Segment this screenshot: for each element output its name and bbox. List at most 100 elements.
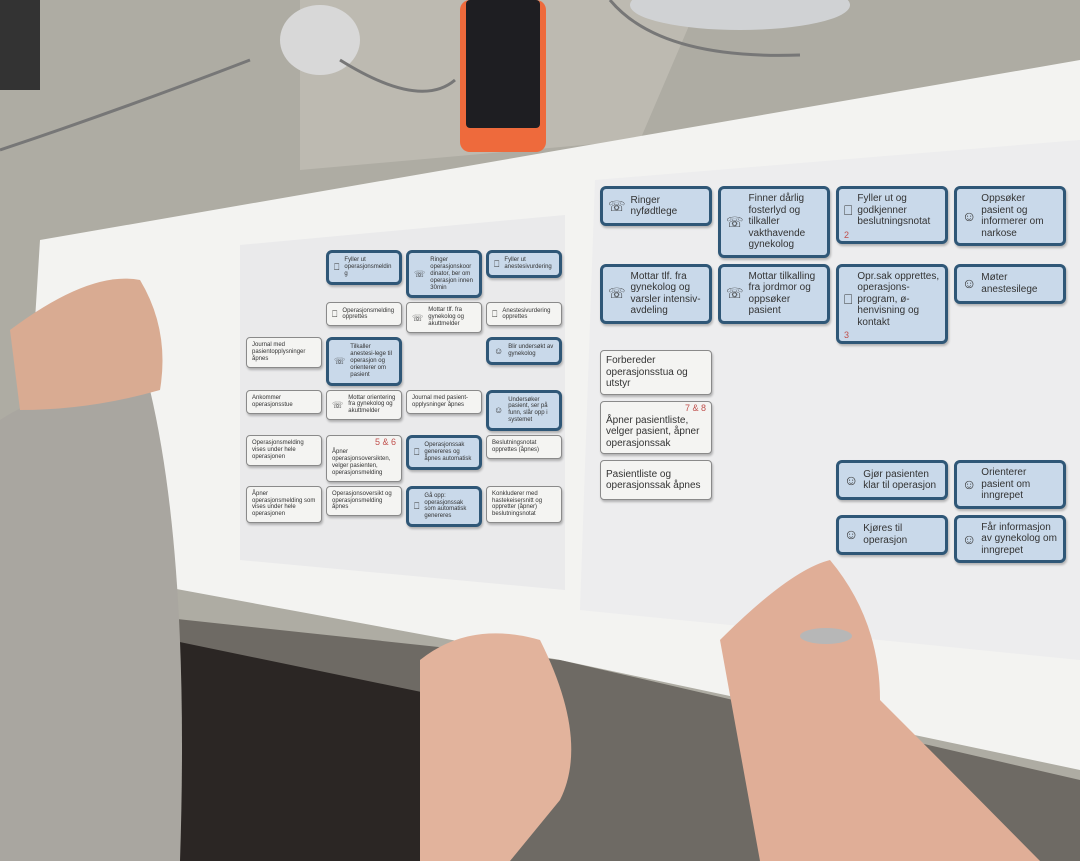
card-text: Operasjonsmelding opprettes	[342, 307, 395, 321]
middle_sheet-card: ⎕ Anestesivurdering opprettes	[486, 302, 562, 327]
middle-hand	[420, 633, 572, 861]
computer-icon: ⎕	[414, 447, 420, 458]
card-text: Beslutningsnotat opprettes (åpnes)	[492, 440, 540, 454]
middle_sheet-card: Konkluderer med hastekeisersnitt og oppr…	[486, 485, 562, 524]
card-text: Operasjonsoversikt og operasjonsmelding …	[332, 490, 392, 511]
middle_sheet-card: Operasjonsmelding vises under hele opera…	[246, 435, 322, 466]
card-text: Operasjonssak genereres og åpnes automat…	[424, 442, 472, 462]
phone-chat-icon: ☏	[608, 285, 626, 302]
card-text: Mottar tlf. fra gynekolog og varsler int…	[630, 270, 701, 317]
card-text: Blir undersøkt av gynekolog	[508, 344, 554, 358]
middle_sheet-card: ⎕ Operasjonsmelding opprettes	[326, 302, 402, 327]
card-text: Gjør pasienten klar til operasjon	[863, 468, 937, 492]
right_sheet-card: ⎕Fyller ut og godkjenner beslutningsnota…	[836, 186, 948, 244]
people-talking-icon: ☺	[962, 476, 977, 493]
card-number: 2	[844, 229, 850, 240]
right_sheet-card: ☺Gjør pasienten klar til operasjon	[836, 460, 948, 500]
right_sheet-card: ☏Mottar tilkalling fra jordmor og oppsøk…	[718, 263, 830, 324]
middle_sheet-card: Journal med pasientopplysninger åpnes	[246, 337, 322, 368]
people-talking-icon: ☺	[494, 405, 504, 416]
right_sheet-card: ☏Finner dårlig fosterlyd og tilkaller va…	[718, 186, 830, 258]
middle_sheet-card: ⎕ Fyller ut operasjonsmelding	[326, 250, 402, 285]
card-text: Anestesivurdering opprettes	[502, 307, 551, 321]
card-text: Fyller ut operasjonsmelding	[344, 257, 392, 277]
right_sheet-card: ☏Ringer nyfødtlege	[600, 186, 712, 226]
card-text: Mottar tlf. fra gynekolog og akuttmelder	[428, 307, 464, 328]
card-text: Operasjonsmelding vises under hele opera…	[252, 440, 304, 460]
card-text: Tilkaller anestesi-lege til operasjon og…	[350, 344, 392, 378]
right_sheet-card: ☏Mottar tlf. fra gynekolog og varsler in…	[600, 263, 712, 324]
card-text: Mottar orientering fra gynekolog og akut…	[348, 394, 396, 415]
card-text: Ankommer operasjonsstue	[252, 394, 293, 408]
middle-sheet-cards: ⎕ Fyller ut operasjonsmelding ☏ Ringer oper…	[246, 250, 562, 528]
right_sheet-card: ☺Oppsøker pasient og informerer om narko…	[954, 186, 1066, 246]
middle_sheet-card: ☏ Ringer operasjonskoordinator, ber om op…	[406, 250, 482, 299]
middle_sheet-card: ⎕ Fyller ut anestesivurdering	[486, 250, 562, 278]
computer-icon: ⎕	[334, 262, 340, 273]
right_sheet-card: ☺Kjøres til operasjon	[836, 514, 948, 555]
middle_sheet-card: ☏ Tilkaller anestesi-lege til operasjon o…	[326, 337, 402, 386]
card-number: 3	[844, 330, 850, 340]
card-text: Ringer operasjonskoordinator, ber om ope…	[430, 257, 473, 291]
right_sheet-card: Åpner pasientliste, velger pasient, åpne…	[600, 400, 712, 454]
middle_sheet-card: ☏ Mottar tlf. fra gynekolog og akuttmelde…	[406, 302, 482, 334]
phone-chat-icon: ☏	[608, 197, 626, 214]
people-talking-icon: ☺	[844, 471, 859, 488]
right_sheet-card: ☺Møter anestesilege	[954, 263, 1066, 304]
phone-chat-icon: ☏	[332, 399, 344, 410]
middle_sheet-card: Journal med pasient-opplysninger åpnes	[406, 389, 482, 414]
people-talking-icon: ☺	[962, 275, 977, 292]
card-text: Konkluderer med hastekeisersnitt og oppr…	[492, 490, 543, 518]
computer-icon: ⎕	[494, 258, 500, 269]
people-talking-icon: ☺	[844, 526, 859, 543]
middle_sheet-card: ☺ Undersøker pasient, ser på funn, slår o…	[486, 389, 562, 432]
card-text: Ringer nyfødtlege	[630, 194, 678, 218]
middle_sheet-card: ☏ Mottar orientering fra gynekolog og aku…	[326, 389, 402, 421]
card-text: Opr.sak opprettes, operasjons-program, ø…	[857, 270, 940, 328]
middle_sheet-card: ⎕Gå opp: operasjonssak som automatisk ge…	[406, 485, 482, 528]
computer-icon: ⎕	[844, 291, 853, 308]
computer-icon: ⎕	[844, 202, 853, 219]
middle_sheet-card: Beslutningsnotat opprettes (åpnes)	[486, 435, 562, 460]
right-sheet-cards: ☏Ringer nyfødtlege☏Finner dårlig fosterl…	[600, 186, 1066, 563]
computer-icon: ⎕	[492, 309, 498, 320]
phone-chat-icon: ☏	[726, 285, 744, 302]
card-text: Får informasjon av gynekolog om inngrepe…	[981, 521, 1057, 556]
card-text: Fyller ut anestesivurdering	[504, 257, 552, 270]
card-text: Undersøker pasient, ser på funn, slår op…	[508, 396, 548, 424]
right_sheet-card: ☺Orienterer pasient om inngrepet	[954, 460, 1066, 509]
middle_sheet-card: Åpner operasjonsmelding som vises under …	[246, 485, 322, 524]
middle_sheet-card: Operasjonsoversikt og operasjonsmelding …	[326, 485, 402, 517]
phone-chat-icon: ☏	[414, 269, 426, 280]
middle_sheet-card: ⎕ Operasjonssak genereres og åpnes automa…	[406, 435, 482, 470]
right_sheet-card: ⎕Opr.sak opprettes, operasjons-program, …	[836, 263, 948, 344]
card-text: Finner dårlig fosterlyd og tilkaller vak…	[748, 193, 806, 250]
middle_sheet-card: Ankommer operasjonsstue	[246, 389, 322, 414]
middle_sheet-card: ☺ Blir undersøkt av gynekolog	[486, 337, 562, 365]
ring	[800, 628, 852, 644]
card-text: Forbereder operasjonsstua og utstyr	[606, 355, 688, 389]
phone-chat-icon: ☏	[412, 312, 424, 323]
right_sheet-card: Forbereder operasjonsstua og utstyr	[600, 350, 712, 395]
card-text: Journal med pasientopplysninger åpnes	[252, 342, 306, 362]
right-hand	[720, 560, 1040, 861]
card-text: Fyller ut og godkjenner beslutningsnotat	[857, 193, 931, 227]
grey-sweater-arm	[0, 388, 182, 861]
card-tag: 7 & 8	[684, 402, 706, 413]
computer-icon: ⎕	[332, 309, 338, 320]
card-text: Åpner operasjonsoversikten, velger pasie…	[332, 449, 391, 476]
right_sheet-card: Pasientliste og operasjonssak åpnes	[600, 460, 712, 500]
phone-chat-icon: ☏	[726, 213, 744, 230]
card-text: Åpner pasientliste, velger pasient, åpne…	[606, 414, 700, 449]
card-text: Kjøres til operasjon	[863, 523, 908, 546]
people-talking-icon: ☺	[962, 530, 977, 547]
people-talking-icon: ☺	[962, 207, 977, 224]
card-text: Orienterer pasient om inngrepet	[981, 467, 1031, 501]
card-text: Møter anestesilege	[981, 272, 1038, 295]
laptop-edge	[0, 0, 40, 90]
card-text: Mottar tilkalling fra jordmor og oppsøke…	[748, 270, 816, 317]
people-talking-icon: ☺	[494, 345, 504, 356]
cables	[0, 0, 801, 152]
phone-chat-icon: ☏	[334, 356, 346, 367]
card-text: Oppsøker pasient og informerer om narkos…	[981, 193, 1044, 239]
